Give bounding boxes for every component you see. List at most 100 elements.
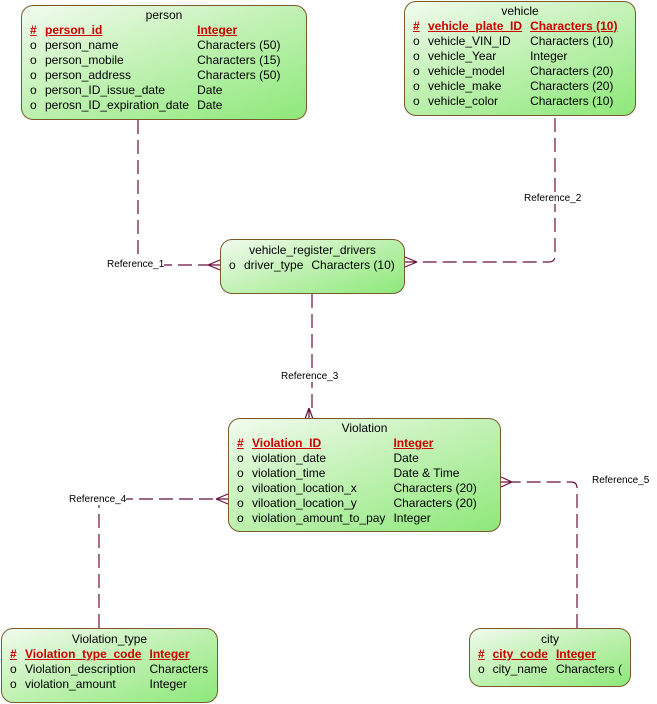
- column-list: o driver_type Characters (10): [229, 258, 395, 273]
- column-type: Characters (: [555, 662, 622, 676]
- reference-4-label[interactable]: Reference_4: [69, 494, 127, 505]
- column-name: violation_amount: [25, 677, 116, 691]
- column-type: Characters (10): [311, 258, 395, 272]
- column-row[interactable]: o driver_type Characters (10): [229, 258, 395, 273]
- column-marker: o: [237, 451, 244, 465]
- reference-4-line[interactable]: [98, 498, 216, 628]
- column-type: Integer: [530, 49, 568, 63]
- column-row[interactable]: o person_address Characters (50): [30, 68, 280, 83]
- column-row[interactable]: o violation_time Date & Time: [237, 466, 477, 481]
- column-marker: o: [413, 94, 420, 108]
- primary-key-row[interactable]: # person_id Integer: [30, 23, 280, 38]
- column-type: Integer: [393, 511, 431, 525]
- column-marker: o: [30, 98, 37, 112]
- column-name: person_id: [45, 23, 103, 37]
- primary-key-row[interactable]: # Violation_ID Integer: [237, 436, 477, 451]
- column-name: perosn_ID_expiration_date: [45, 98, 190, 112]
- column-type: Characters (10): [530, 34, 614, 48]
- column-marker: #: [478, 647, 485, 661]
- column-marker: o: [237, 496, 244, 510]
- column-type: Characters (50): [197, 68, 281, 82]
- column-marker: o: [237, 511, 244, 525]
- column-row[interactable]: o vehicle_VIN_ID Characters (10): [413, 34, 617, 49]
- column-marker: o: [229, 258, 236, 272]
- column-type: Characters (10): [530, 94, 614, 108]
- column-marker: #: [30, 23, 37, 37]
- column-name: Violation_description: [25, 662, 136, 676]
- column-type: Characters (20): [530, 79, 614, 93]
- column-type: Date: [393, 451, 419, 465]
- column-name: viloation_location_x: [252, 481, 357, 495]
- column-marker: o: [30, 53, 37, 67]
- column-name: vehicle_Year: [428, 49, 497, 63]
- column-marker: o: [413, 49, 420, 63]
- column-name: viloation_location_y: [252, 496, 357, 510]
- column-name: person_name: [45, 38, 119, 52]
- column-name: vehicle_plate_ID: [428, 19, 523, 33]
- column-name: driver_type: [244, 258, 304, 272]
- reference-5-line[interactable]: [512, 481, 578, 628]
- reference-5-crowfoot: [500, 476, 513, 488]
- entity-title: city: [541, 632, 559, 646]
- column-type: Integer: [393, 436, 434, 450]
- reference-5-label[interactable]: Reference_5: [592, 475, 650, 486]
- column-type: Integer: [197, 23, 238, 37]
- column-row[interactable]: o person_name Characters (50): [30, 38, 280, 53]
- column-row[interactable]: o violation_amount_to_pay Integer: [237, 511, 477, 526]
- column-name: Violation_ID: [252, 436, 322, 450]
- column-marker: o: [478, 662, 485, 676]
- column-row[interactable]: o vehicle_color Characters (10): [413, 94, 617, 109]
- column-marker: #: [237, 436, 244, 450]
- reference-2-line[interactable]: [417, 118, 556, 263]
- column-type: Characters (20): [393, 481, 477, 495]
- reference-1-line[interactable]: [137, 120, 208, 266]
- column-marker: o: [10, 662, 17, 676]
- column-row[interactable]: o viloation_location_x Characters (20): [237, 481, 477, 496]
- entity-title: vehicle: [501, 4, 539, 18]
- column-type: Date: [197, 98, 223, 112]
- column-type: Characters (20): [530, 64, 614, 78]
- column-row[interactable]: o vehicle_Year Integer: [413, 49, 617, 64]
- column-marker: o: [237, 466, 244, 480]
- column-name: vehicle_VIN_ID: [428, 34, 511, 48]
- column-name: vehicle_color: [428, 94, 499, 108]
- column-name: city_name: [492, 662, 548, 676]
- reference-2-label[interactable]: Reference_2: [524, 193, 582, 204]
- column-name: violation_amount_to_pay: [252, 511, 386, 525]
- column-marker: o: [237, 481, 244, 495]
- column-type: Characters (15): [197, 53, 281, 67]
- column-row[interactable]: o city_name Characters (: [478, 662, 622, 677]
- column-marker: o: [413, 34, 420, 48]
- column-marker: o: [30, 38, 37, 52]
- column-row[interactable]: o perosn_ID_expiration_date Date: [30, 98, 280, 113]
- column-type: Date & Time: [393, 466, 460, 480]
- column-marker: o: [30, 83, 37, 97]
- reference-1-label[interactable]: Reference_1: [107, 259, 165, 270]
- column-type: Characters (50): [197, 38, 281, 52]
- reference-3-crowfoot: [304, 407, 314, 420]
- column-name: violation_time: [252, 466, 326, 480]
- column-marker: o: [30, 68, 37, 82]
- column-name: person_address: [45, 68, 132, 82]
- reference-3-label[interactable]: Reference_3: [281, 371, 339, 382]
